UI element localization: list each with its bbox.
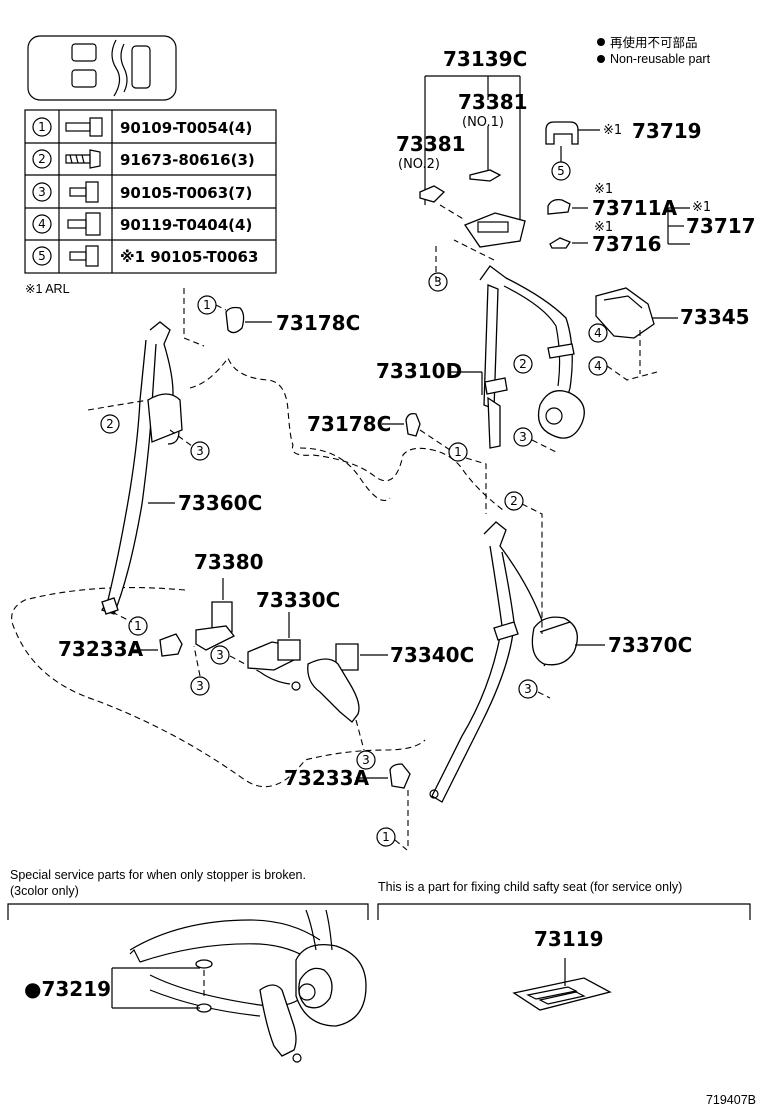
part-73345: 73345 [680,305,750,329]
svg-text:3: 3 [362,753,370,767]
svg-text:※1: ※1 [594,220,613,235]
section-titles: Special service parts for when only stop… [10,868,682,898]
right-belt-73370C [429,491,605,803]
lower-clips-73233A [130,633,411,851]
part-73717: 73717 [686,214,756,238]
left-belt-73360C [87,321,210,636]
bolt-icon [69,181,99,203]
part-73340C: 73340C [390,643,474,667]
part-73380: 73380 [194,550,264,574]
svg-text:5: 5 [557,164,565,178]
part-73381-no2: 73381 [396,132,466,156]
table-footnote: ※1 ARL [25,282,70,296]
part-73719: 73719 [632,119,702,143]
svg-text:3: 3 [519,430,527,444]
vehicle-locator-icon [27,35,177,101]
bolt-icon [69,245,99,267]
part-73711A: 73711A [592,196,678,220]
part-73381-no1: 73381 [458,90,528,114]
part-73139C: 73139C [443,47,527,71]
svg-text:※1: ※1 [692,200,711,215]
svg-text:1: 1 [38,120,46,134]
table-row: 5 ※1 90105-T0063 [32,245,258,267]
retractor-bracket-73345 [588,287,678,381]
part-73233A-bottom: 73233A [284,766,370,790]
buckle-assemblies [190,578,388,770]
figure-id: 719407B [706,1093,756,1107]
svg-text:2: 2 [510,494,518,508]
section-title-child-seat: This is a part for fixing child safty se… [378,880,682,894]
svg-text:※1 90105-T0063: ※1 90105-T0063 [120,248,258,266]
part-73219: ●73219 [24,977,111,1001]
svg-text:4: 4 [38,217,46,231]
svg-text:1: 1 [454,445,462,459]
legend-non-reusable-en: Non-reusable part [610,52,711,66]
svg-text:3: 3 [196,679,204,693]
svg-text:4: 4 [594,326,602,340]
svg-text:1: 1 [382,830,390,844]
svg-text:3: 3 [524,682,532,696]
svg-text:4: 4 [594,359,602,373]
svg-text:(NO.1): (NO.1) [462,115,504,130]
bottom-sections [7,903,751,920]
clip-parts [183,288,487,514]
part-73233A-left: 73233A [58,637,144,661]
section-subtitle-stopper: (3color only) [10,884,79,898]
top-bracket-assembly [419,75,526,248]
part-73330C: 73330C [256,588,340,612]
bolt-icon [65,117,103,137]
bolt-icon [67,212,101,236]
svg-text:3: 3 [434,275,442,289]
child-seat-plate-73119 [512,958,612,1011]
svg-text:2: 2 [519,357,527,371]
table-row: 4 90119-T0404(4) [32,212,252,236]
part-number-labels: 73139C 73381 (NO.1) 73381 (NO.2) ※1 7371… [24,47,756,1001]
anchor-cover-parts [545,121,690,249]
svg-text:3: 3 [196,444,204,458]
svg-text:1: 1 [203,298,211,312]
center-belt-73310D [435,239,585,453]
svg-text:1: 1 [134,619,142,633]
svg-text:3: 3 [38,185,46,199]
svg-text:90109-T0054(4): 90109-T0054(4) [120,119,252,137]
svg-text:90105-T0063(7): 90105-T0063(7) [120,184,252,202]
part-73178C-top: 73178C [276,311,360,335]
part-73119: 73119 [534,927,604,951]
part-73360C: 73360C [178,491,262,515]
fastener-table: 1 90109-T0054(4) 2 91673-80616(3) 3 [24,109,277,296]
svg-text:(NO.2): (NO.2) [398,157,440,172]
table-row: 2 91673-80616(3) [32,149,255,169]
svg-text:2: 2 [38,152,46,166]
bolt-icon [65,149,101,169]
part-73178C-mid: 73178C [307,412,391,436]
part-73370C: 73370C [608,633,692,657]
part-73310D: 73310D [376,359,462,383]
svg-text:3: 3 [216,648,224,662]
seat-outline [11,356,504,788]
svg-text:90119-T0404(4): 90119-T0404(4) [120,216,252,234]
stopper-illustration [111,909,367,1063]
svg-text:91673-80616(3): 91673-80616(3) [120,151,255,169]
svg-text:2: 2 [106,417,114,431]
part-73716: 73716 [592,232,662,256]
svg-text:※1: ※1 [603,123,622,138]
section-title-stopper: Special service parts for when only stop… [10,868,306,882]
svg-text:5: 5 [38,249,46,263]
svg-text:※1: ※1 [594,182,613,197]
legend: 再使用不可部品 Non-reusable part [597,35,711,66]
callout-labels: 1 2 3 1 3 3 3 1 1 2 3 2 3 3 4 4 5 [106,164,602,844]
table-row: 3 90105-T0063(7) [32,181,252,203]
table-row: 1 90109-T0054(4) [32,117,252,137]
legend-non-reusable-jp: 再使用不可部品 [610,35,698,50]
